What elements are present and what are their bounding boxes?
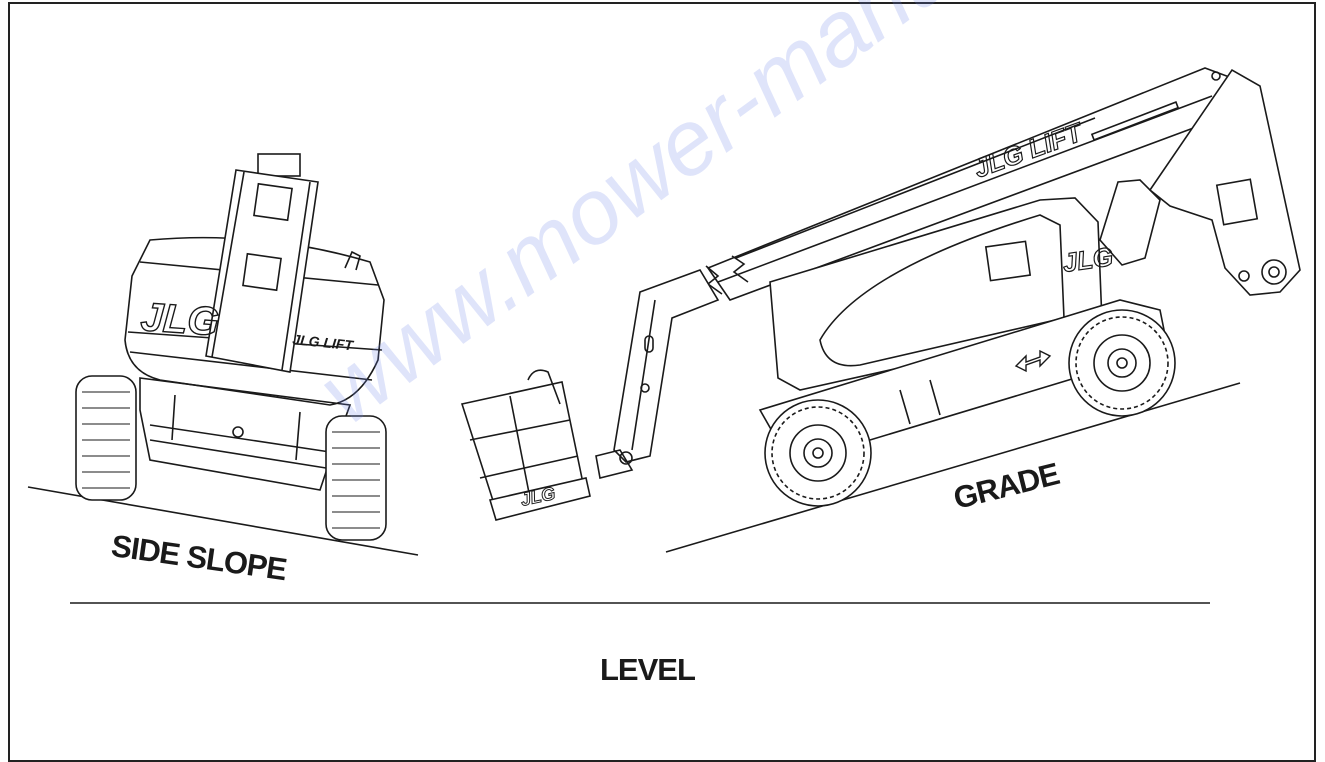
jib-pin <box>640 383 650 393</box>
rotator-bracket <box>595 449 634 479</box>
drive-direction-arrow <box>1014 349 1052 373</box>
boom-window-bottom <box>242 252 282 292</box>
front-left-wheel <box>75 375 137 501</box>
chassis-rail-2 <box>149 439 327 469</box>
boom-tip-pin <box>1211 71 1221 81</box>
platform-rail-low <box>479 455 579 479</box>
chassis-frame <box>139 377 352 491</box>
jib-edge <box>631 299 656 451</box>
turret-logo: JLG <box>1061 241 1115 278</box>
boom-cap <box>257 153 301 177</box>
rotator-pin <box>619 451 633 465</box>
chassis-rail-1 <box>149 424 331 453</box>
platform-post <box>509 395 531 499</box>
front-logo-big: JLG <box>139 295 220 344</box>
turret-placard <box>984 240 1032 282</box>
turret-inner-panel <box>819 214 1065 367</box>
tip-placard <box>1215 178 1259 226</box>
front-logo-small: JLG LIFT <box>292 331 355 353</box>
boom-break-mark <box>705 265 723 295</box>
front-right-wheel <box>325 415 387 541</box>
boom-riser <box>1099 179 1161 266</box>
machine-front-view: JLG JLG LIFT <box>75 153 387 541</box>
axle-pivot <box>232 426 244 438</box>
chassis-rail-3 <box>171 394 176 441</box>
jib-and-platform: JLG <box>460 269 720 521</box>
rear-wheel <box>764 399 872 507</box>
platform-handle <box>527 369 561 405</box>
boom-break-mark-2 <box>731 255 749 283</box>
turret-band-low <box>129 351 373 381</box>
tip-pivot-outer <box>1261 259 1287 285</box>
jib-arm <box>613 269 720 463</box>
boom-column-edge-2 <box>281 181 311 371</box>
tip-pivot-inner <box>1268 266 1280 278</box>
boom-slot <box>1090 101 1180 141</box>
platform-floor <box>488 477 591 521</box>
jib-slot <box>644 335 654 353</box>
tip-pin-small <box>1238 270 1250 282</box>
main-boom-edge-2 <box>735 117 1096 259</box>
chassis-rail-4 <box>295 411 301 461</box>
machine-side-view: JLG JLG LIFT <box>705 67 1301 507</box>
chassis-step-2 <box>929 379 941 416</box>
boom-column-edge <box>211 171 245 358</box>
platform-rail-mid <box>469 419 571 441</box>
exhaust-stub <box>344 250 361 271</box>
boom-tip-bracket <box>1148 68 1301 296</box>
boom-window-top <box>253 182 293 222</box>
chassis-step <box>899 389 911 425</box>
level-label: LEVEL <box>600 652 696 687</box>
front-wheel-side <box>1068 309 1176 417</box>
